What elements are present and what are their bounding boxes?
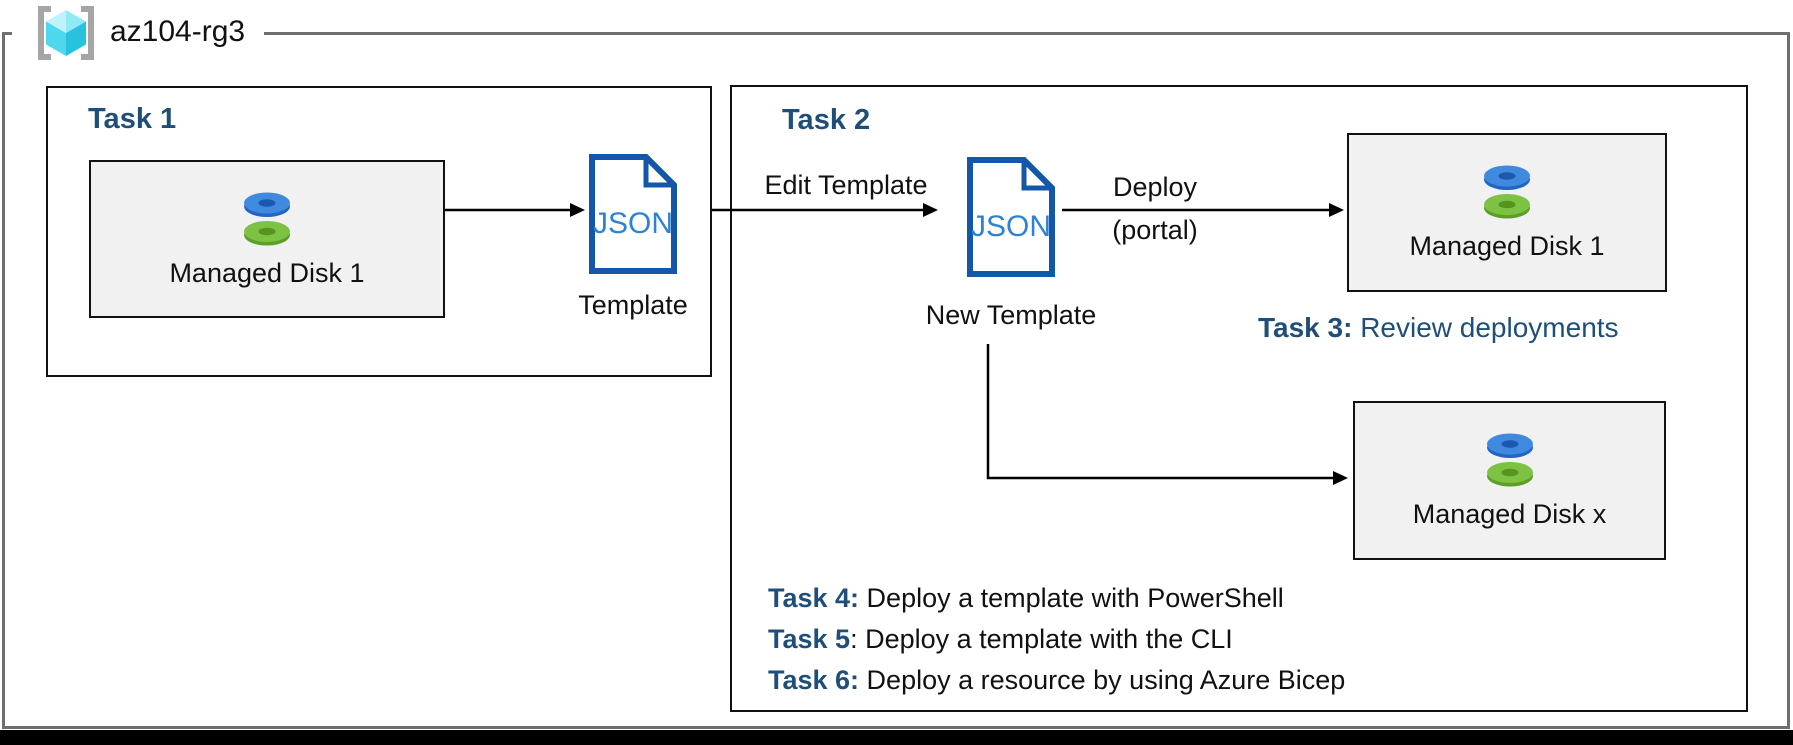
task5-line: Task 5: Deploy a template with the CLI — [768, 619, 1345, 660]
task4-line: Task 4: Deploy a template with PowerShel… — [768, 578, 1345, 619]
managed-disk-label: Managed Disk x — [1412, 499, 1607, 529]
task4-text: Deploy a template with PowerShell — [859, 583, 1284, 613]
task2-title: Task 2 — [782, 104, 871, 136]
json-icon-text: JSON — [593, 207, 673, 240]
edit-template-label: Edit Template — [764, 170, 928, 200]
bottom-black-bar — [0, 730, 1793, 745]
task2-managed-disk1-box: Managed Disk 1 — [1347, 133, 1667, 292]
task1-managed-disk-box: Managed Disk 1 — [89, 160, 445, 318]
managed-disk-icon — [1486, 433, 1533, 487]
deploy-label: Deploy — [1112, 172, 1198, 202]
resource-group-icon — [38, 6, 94, 60]
managed-disk-label: Managed Disk 1 — [169, 257, 365, 288]
resource-group-border — [2, 32, 1790, 729]
json-template-icon: JSON — [589, 154, 677, 274]
task3-caption: Task 3: Review deployments — [1258, 312, 1619, 344]
task-list: Task 4: Deploy a template with PowerShel… — [768, 578, 1345, 701]
task6-text: Deploy a resource by using Azure Bicep — [859, 665, 1346, 695]
task4-prefix: Task 4: — [768, 583, 860, 613]
task5-text: : Deploy a template with the CLI — [850, 624, 1233, 654]
resource-group-name: az104-rg3 — [110, 15, 246, 48]
new-template-label: New Template — [925, 300, 1097, 330]
managed-disk-icon — [244, 192, 290, 245]
json-icon-text: JSON — [971, 210, 1051, 243]
task3-text: Review deployments — [1352, 312, 1619, 343]
deploy-portal-label: (portal) — [1112, 215, 1198, 245]
task5-prefix: Task 5 — [768, 624, 851, 654]
template-label: Template — [578, 290, 688, 320]
managed-disk-label: Managed Disk 1 — [1409, 231, 1605, 261]
resource-group-border-gap — [12, 29, 264, 39]
task3-prefix: Task 3: — [1258, 312, 1353, 343]
task6-line: Task 6: Deploy a resource by using Azure… — [768, 660, 1345, 701]
task1-title: Task 1 — [88, 103, 177, 135]
json-new-template-icon: JSON — [967, 157, 1055, 277]
managed-disk-icon — [1484, 165, 1530, 219]
task6-prefix: Task 6: — [768, 665, 860, 695]
task2-managed-diskx-box: Managed Disk x — [1353, 401, 1666, 560]
